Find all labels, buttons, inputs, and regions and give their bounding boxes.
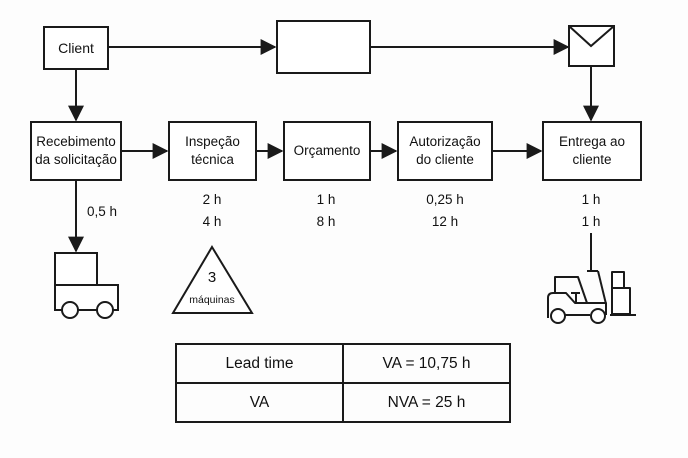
table-cell: VA = 10,75 h xyxy=(342,343,511,384)
process-step-label-line2: cliente xyxy=(572,152,612,167)
process-step-label-line1: Entrega ao xyxy=(558,134,626,149)
inventory-count: 3 xyxy=(207,269,217,286)
process-step-label-line2: da solicitação xyxy=(35,152,117,167)
process-step-label-line2: do cliente xyxy=(416,152,474,167)
process-step-label-line1: Recebimento xyxy=(36,134,116,149)
process-step-inspecao: Inspeção técnica xyxy=(168,121,257,181)
table-row: VA NVA = 25 h xyxy=(175,382,511,423)
information-box xyxy=(276,20,371,74)
inventory-triangle-icon xyxy=(171,245,254,314)
table-cell: Lead time xyxy=(175,343,344,384)
step-time-nva: 4 h xyxy=(202,214,222,229)
truck-icon xyxy=(54,252,119,319)
customer-label: Client xyxy=(58,40,94,56)
process-step-autorizacao: Autorização do cliente xyxy=(397,121,493,181)
step-time-va: 1 h xyxy=(581,192,601,207)
table-cell: VA xyxy=(175,382,344,423)
customer-box: Client xyxy=(43,26,109,70)
transport-time: 0,5 h xyxy=(87,204,118,219)
envelope-icon xyxy=(568,25,615,67)
summary-table: Lead time VA = 10,75 h VA NVA = 25 h xyxy=(175,343,511,423)
process-step-label-line1: Inspeção xyxy=(185,134,240,149)
process-step-label-line2: técnica xyxy=(191,152,234,167)
inventory-unit: máquinas xyxy=(189,294,235,306)
step-time-nva: 8 h xyxy=(316,214,336,229)
table-cell: NVA = 25 h xyxy=(342,382,511,423)
forklift-icon xyxy=(547,233,636,324)
process-step-orcamento: Orçamento xyxy=(283,121,371,181)
step-time-nva: 1 h xyxy=(581,214,601,229)
step-time-nva: 12 h xyxy=(431,214,459,229)
step-time-va: 1 h xyxy=(316,192,336,207)
table-row: Lead time VA = 10,75 h xyxy=(175,343,511,384)
process-step-entrega: Entrega ao cliente xyxy=(542,121,642,181)
process-step-label-line1: Autorização xyxy=(409,134,481,149)
step-time-va: 2 h xyxy=(202,192,222,207)
process-step-label-line1: Orçamento xyxy=(293,143,361,158)
process-step-recebimento: Recebimento da solicitação xyxy=(30,121,122,181)
step-time-va: 0,25 h xyxy=(426,192,464,207)
